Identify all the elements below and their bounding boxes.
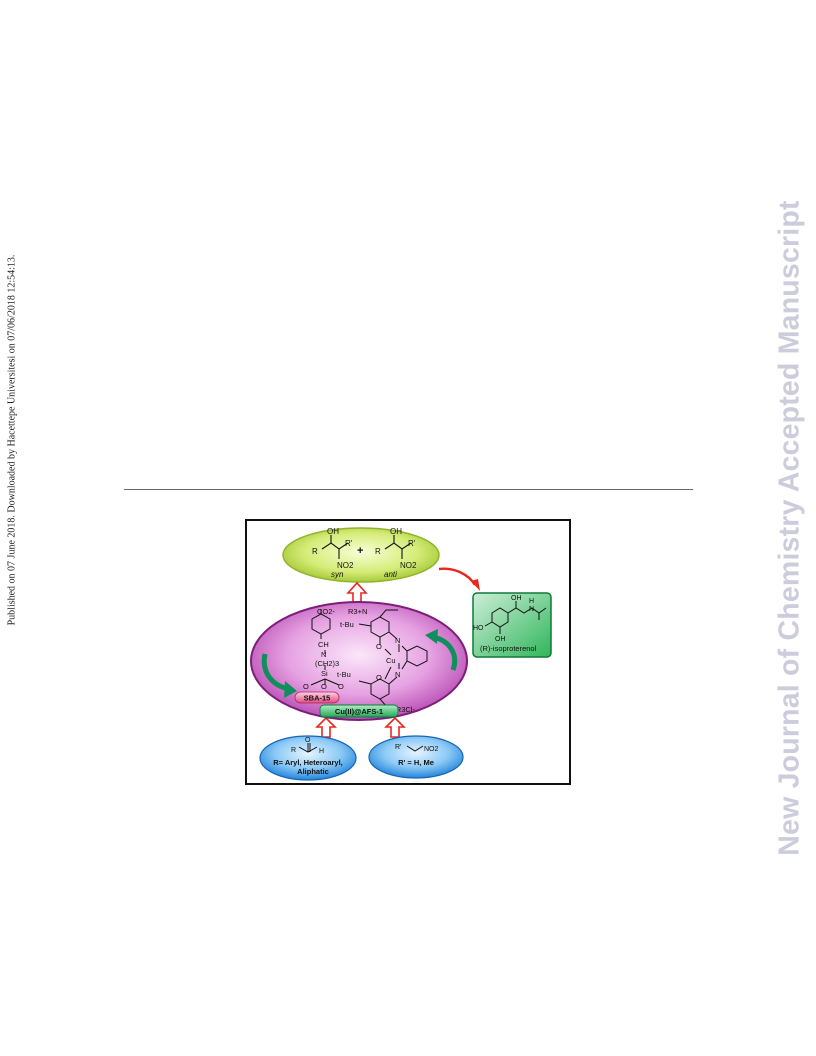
cat-o-top: O	[376, 642, 382, 651]
aldehyde-desc-line1: R= Aryl, Heteroaryl,	[273, 758, 343, 767]
publication-note-text: Published on 07 June 2018. Downloaded by…	[6, 254, 18, 626]
product-anti-oh: OH	[390, 527, 402, 536]
nitroalkane-desc: R' = H, Me	[398, 758, 434, 767]
cat-ch2-3: (CH2)3	[315, 659, 339, 668]
arrow-from-aldehyde	[315, 716, 337, 738]
support-label: SBA-15	[304, 694, 331, 703]
arrow-to-drug	[438, 567, 477, 586]
cat-tbu-bottom: t-Bu	[337, 670, 351, 679]
nitroalkane-ellipse: R' NO2 R' = H, Me	[368, 735, 464, 779]
drug-oh: OH	[511, 595, 522, 602]
cat-ch: CH	[318, 640, 329, 649]
cat-r3n-top: R3+N	[348, 607, 367, 616]
cat-si-o-mid: O	[321, 682, 327, 691]
reaction-scheme: OH R R' NO2 syn + OH R R' NO2 anti	[250, 527, 552, 781]
nitroalkane-no2: NO2	[424, 746, 439, 753]
graphical-abstract: OH R R' NO2 syn + OH R R' NO2 anti	[245, 519, 571, 785]
cat-r3cl: N+R3Cl-	[386, 705, 415, 714]
cat-n-bottom: N	[395, 670, 400, 679]
product-syn-r: R	[312, 547, 318, 556]
cat-n-top: N	[395, 636, 400, 645]
products-ellipse: OH R R' NO2 syn + OH R R' NO2 anti	[282, 527, 440, 583]
drug-ho: HO	[473, 625, 484, 632]
catalyst-ellipse: CO2- R3+N t-Bu CH N (CH2)3 Si t-Bu O O O…	[250, 601, 468, 721]
drug-ring-oh: OH	[495, 636, 506, 643]
drug-name: (R)-isoproterenol	[480, 644, 537, 653]
nitroalkane-rprime: R'	[395, 744, 401, 751]
journal-watermark: New Journal of Chemistry Accepted Manusc…	[770, 178, 810, 878]
publication-note: Published on 07 June 2018. Downloaded by…	[2, 244, 22, 636]
aldehyde-o: O	[305, 737, 311, 744]
cat-si-o-left: O	[303, 682, 309, 691]
drug-box: OH H N HO OH (R)-isoproterenol	[472, 592, 552, 658]
drug-n: N	[529, 606, 534, 613]
catalyst-name: Cu(II)@AFS-1	[335, 707, 383, 716]
product-anti-label: anti	[384, 570, 397, 579]
product-syn-label: syn	[331, 570, 344, 579]
arrow-from-nitroalkane	[384, 716, 406, 738]
cat-si: Si	[321, 669, 328, 678]
aldehyde-h: H	[319, 748, 324, 755]
page-divider	[124, 489, 693, 490]
product-anti-rprime: R'	[408, 539, 416, 548]
product-syn-rprime: R'	[345, 539, 353, 548]
cat-cu: Cu	[386, 656, 396, 665]
product-plus: +	[357, 545, 363, 557]
journal-watermark-text: New Journal of Chemistry Accepted Manusc…	[773, 200, 806, 856]
cat-o-bottom: O	[376, 673, 382, 682]
cat-n-linker: N	[321, 650, 326, 659]
arrow-to-products	[346, 581, 368, 604]
aldehyde-ellipse: O R H R= Aryl, Heteroaryl, Aliphatic	[259, 735, 357, 781]
product-anti-r: R	[375, 547, 381, 556]
cat-co2: CO2-	[317, 607, 335, 616]
cat-tbu-top: t-Bu	[340, 620, 354, 629]
aldehyde-r: R	[291, 747, 296, 754]
product-syn-no2: NO2	[337, 561, 354, 570]
arrow-to-drug-head	[471, 579, 480, 591]
cat-si-o-right: O	[338, 682, 344, 691]
aldehyde-desc-line2: Aliphatic	[297, 767, 329, 776]
product-anti-no2: NO2	[400, 561, 417, 570]
product-syn-oh: OH	[327, 527, 339, 536]
drug-h: H	[529, 598, 534, 605]
